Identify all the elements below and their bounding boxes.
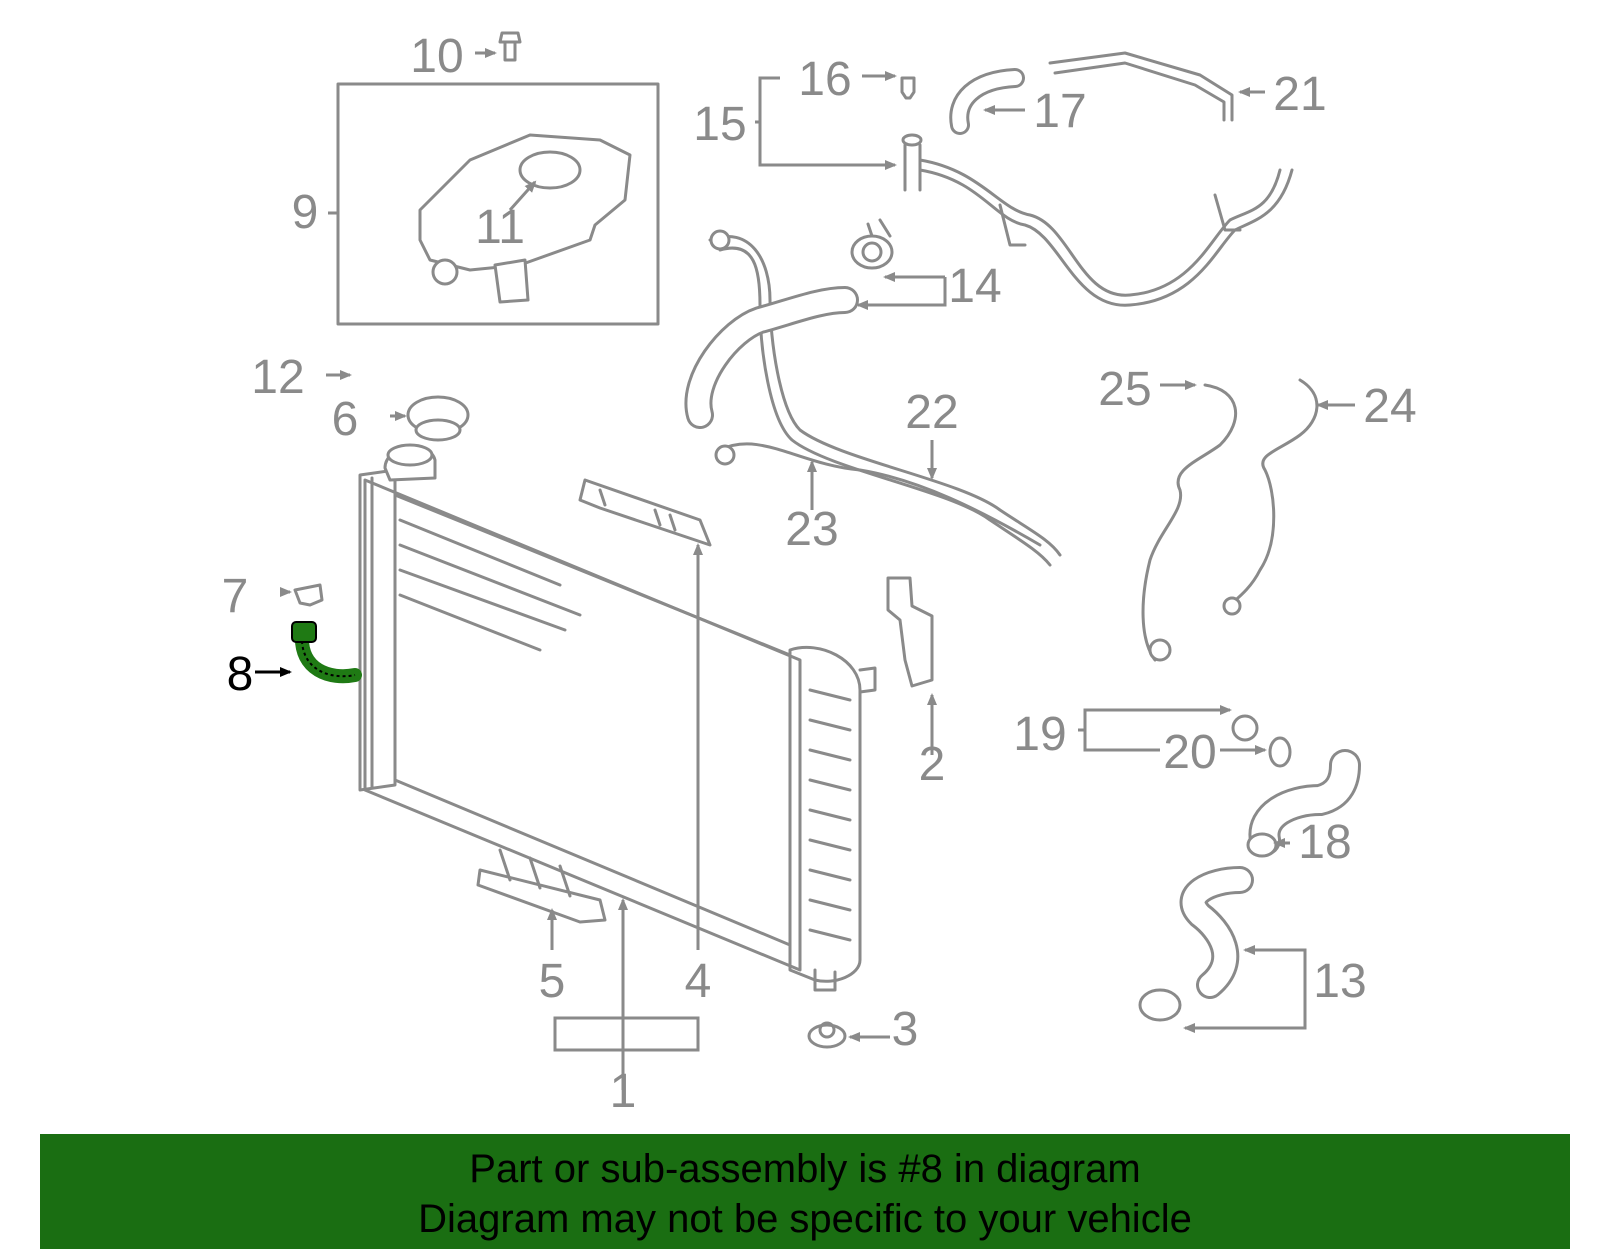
label-3: 3 <box>892 1003 919 1056</box>
label-18: 18 <box>1298 816 1351 869</box>
info-banner: Part or sub-assembly is #8 in diagram Di… <box>40 1134 1570 1249</box>
banner-line-part: Part or sub-assembly is #8 in diagram <box>469 1147 1141 1191</box>
callout-labels: 1 2 3 4 5 6 7 8 9 10 11 12 13 14 15 16 1… <box>222 30 1417 1118</box>
heater-lines-drawing <box>708 229 1062 567</box>
label-15: 15 <box>693 98 746 151</box>
bolt-drawing <box>498 31 522 62</box>
label-17: 17 <box>1033 85 1086 138</box>
upper-bracket-drawing <box>578 478 712 547</box>
label-8: 8 <box>227 648 254 701</box>
radiator-drawing <box>358 443 877 992</box>
lower-hose-drawing <box>1138 866 1254 1022</box>
upper-hose-drawing <box>350 344 545 377</box>
label-1: 1 <box>610 1065 637 1118</box>
label-2: 2 <box>919 738 946 791</box>
label-21: 21 <box>1273 68 1326 121</box>
label-25: 25 <box>1098 363 1151 416</box>
bypass-pipe-drawing <box>1048 51 1234 122</box>
label-9: 9 <box>292 186 319 239</box>
radiator-cap-drawing <box>406 395 470 442</box>
label-20: 20 <box>1163 726 1216 779</box>
plug-drawing <box>293 583 324 607</box>
drain-cock-drawing <box>807 1021 847 1049</box>
label-19: 19 <box>1013 708 1066 761</box>
heater-pipe-drawing <box>901 133 1294 307</box>
highlighted-hose-drawing <box>291 621 362 684</box>
label-14: 14 <box>948 260 1001 313</box>
label-11: 11 <box>475 201 525 254</box>
outlet-drawing <box>1246 749 1361 858</box>
transmission-lines-drawing <box>1141 378 1319 662</box>
lower-bracket-drawing <box>476 848 607 924</box>
label-12: 12 <box>251 351 304 404</box>
label-4: 4 <box>685 955 712 1008</box>
reservoir-box-drawing <box>336 82 660 326</box>
label-16: 16 <box>798 53 851 106</box>
banner-line-disclaimer: Diagram may not be specific to your vehi… <box>418 1197 1192 1241</box>
heater-hose-drawing <box>684 286 859 429</box>
label-24: 24 <box>1363 380 1416 433</box>
small-hose-drawing <box>949 68 1025 135</box>
leader-lines <box>255 48 1355 1090</box>
bleeder-drawing <box>900 76 916 100</box>
label-13: 13 <box>1313 955 1366 1008</box>
label-7: 7 <box>222 570 249 623</box>
label-6: 6 <box>332 393 359 446</box>
label-10: 10 <box>410 30 463 83</box>
clamp-drawing <box>850 218 894 270</box>
side-bracket-drawing <box>886 576 934 688</box>
label-22: 22 <box>905 386 958 439</box>
bolt-and-seal-drawing <box>1231 714 1292 768</box>
label-5: 5 <box>539 955 566 1008</box>
label-23: 23 <box>785 503 838 556</box>
